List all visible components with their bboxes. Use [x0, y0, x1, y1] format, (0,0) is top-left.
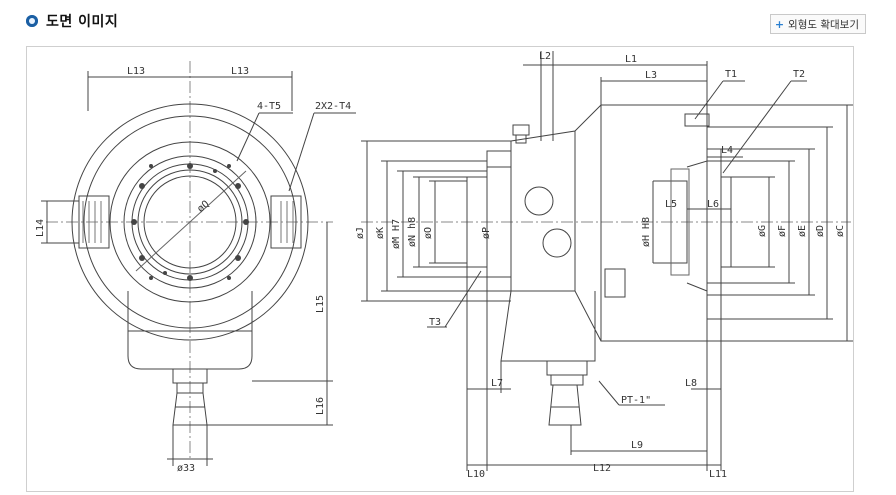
drawing-frame: L13 L13 4-T5 2X2-T4 øQ L14 L15 L16 ø33 L…	[26, 46, 854, 492]
label-n: øN h8	[407, 217, 418, 247]
label-o: øO	[423, 227, 434, 239]
label-l12: L12	[593, 463, 611, 474]
label-l8: L8	[685, 378, 697, 389]
label-g: øG	[757, 225, 768, 237]
label-t3: T3	[429, 317, 441, 328]
label-e: øE	[797, 225, 808, 237]
label-d: øD	[815, 225, 826, 237]
label-f: øF	[777, 225, 788, 237]
label-k: øK	[375, 227, 386, 239]
label-q: øQ	[195, 199, 211, 215]
label-l9: L9	[631, 440, 643, 451]
side-view	[361, 51, 853, 471]
section-header: 도면 이미지	[26, 10, 118, 32]
label-h: øH H8	[641, 217, 652, 247]
plus-icon: +	[774, 17, 785, 31]
zoom-drawing-button[interactable]: + 외형도 확대보기	[769, 14, 866, 34]
label-t4: 2X2-T4	[315, 101, 351, 112]
label-l13-left: L13	[127, 66, 145, 77]
label-l11: L11	[709, 469, 727, 480]
zoom-drawing-button-label: 외형도 확대보기	[788, 18, 859, 31]
label-l1: L1	[625, 54, 637, 65]
label-l13-right: L13	[231, 66, 249, 77]
label-j: øJ	[355, 227, 366, 239]
technical-drawing[interactable]: L13 L13 4-T5 2X2-T4 øQ L14 L15 L16 ø33 L…	[27, 47, 853, 491]
bullet-icon	[26, 15, 38, 27]
label-l7: L7	[491, 378, 503, 389]
label-l3: L3	[645, 70, 657, 81]
front-view	[41, 61, 356, 466]
label-l10: L10	[467, 469, 485, 480]
label-l2: L2	[539, 51, 551, 62]
section-title: 도면 이미지	[46, 14, 119, 30]
label-phi33: ø33	[177, 463, 195, 474]
label-t1: T1	[725, 69, 737, 80]
label-l5: L5	[665, 199, 677, 210]
label-l6: L6	[707, 199, 719, 210]
label-t5: 4-T5	[257, 101, 281, 112]
label-l16: L16	[315, 397, 326, 415]
label-l15: L15	[315, 295, 326, 313]
label-l14: L14	[35, 219, 46, 237]
label-l4: L4	[721, 145, 733, 156]
label-pt: PT-1"	[621, 395, 651, 406]
label-t2: T2	[793, 69, 805, 80]
label-c: øC	[835, 225, 846, 237]
label-p: øP	[481, 227, 492, 239]
label-m: øM H7	[391, 219, 402, 249]
